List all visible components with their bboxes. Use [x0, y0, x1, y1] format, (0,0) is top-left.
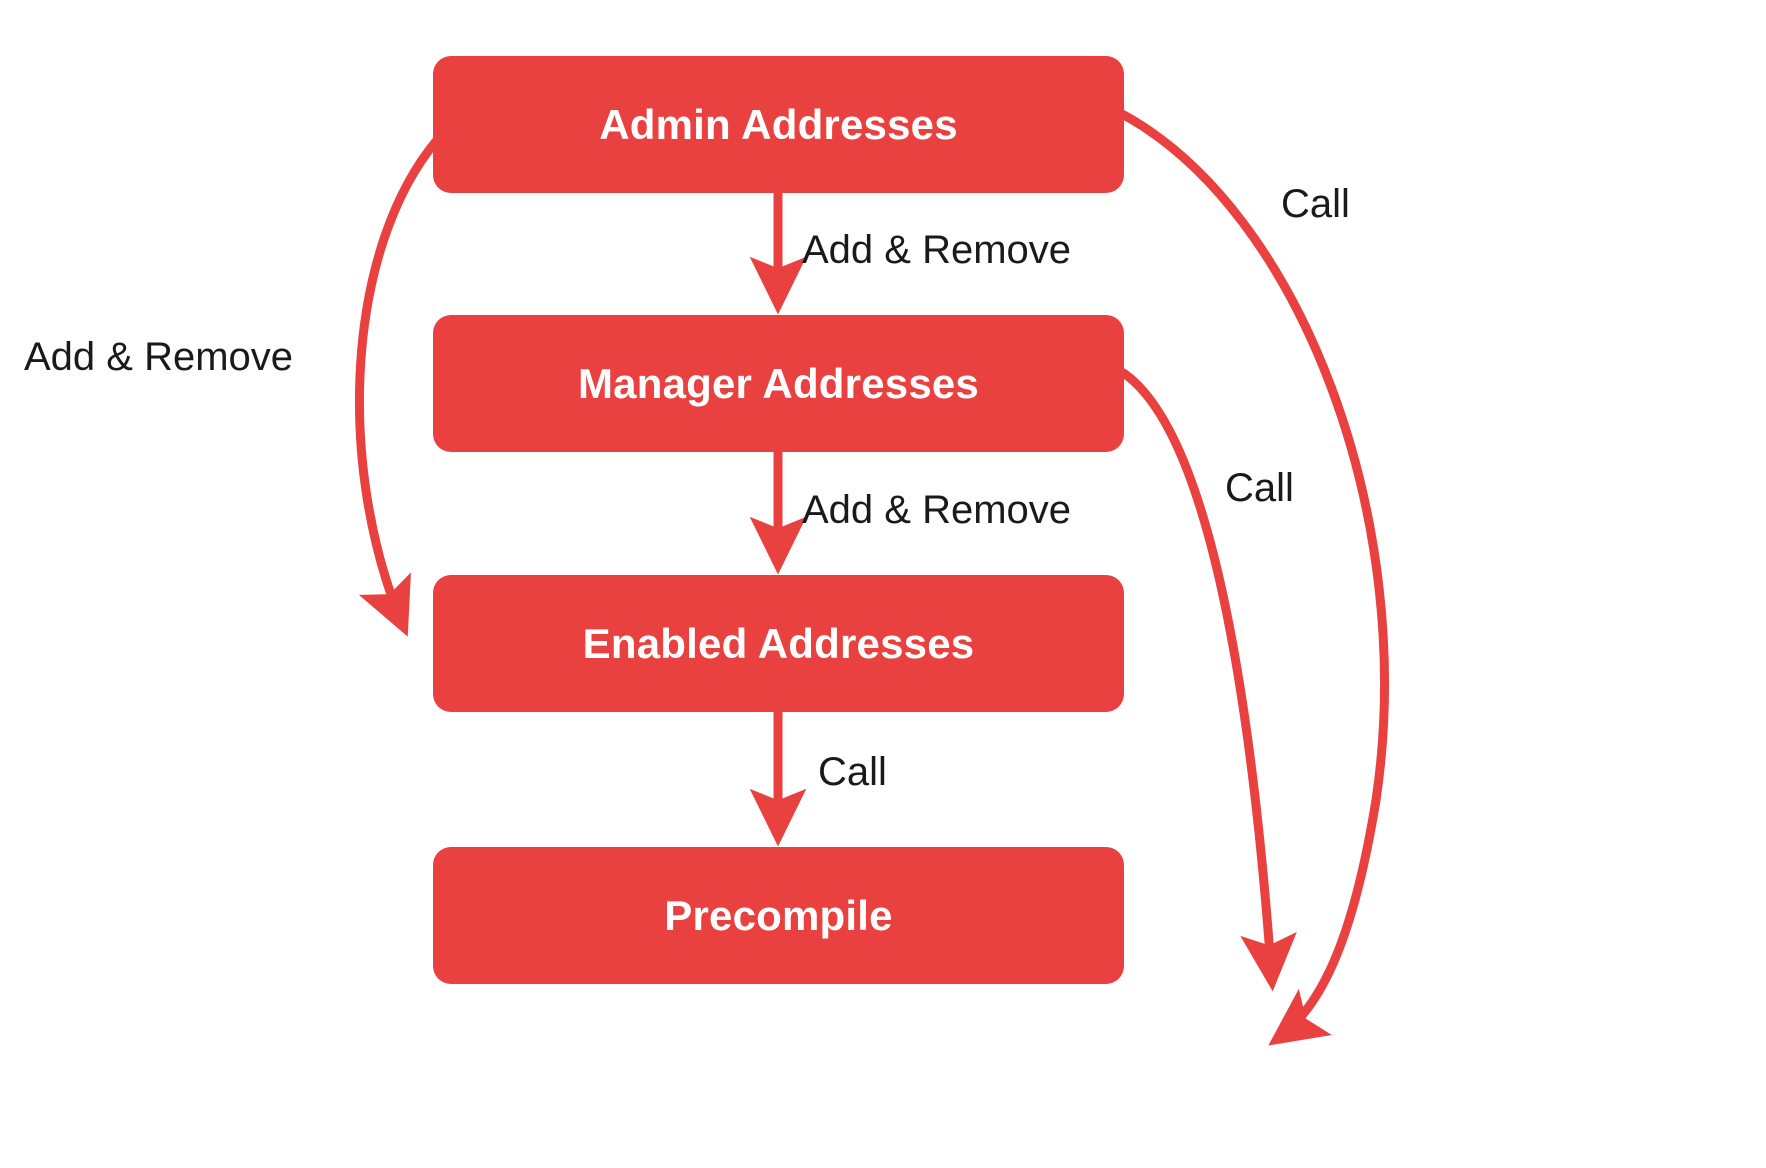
- node-manager-addresses-label: Manager Addresses: [577, 359, 979, 407]
- node-precompile[interactable]: Precompile: [433, 847, 1124, 984]
- node-precompile-label: Precompile: [664, 891, 893, 939]
- node-admin-addresses-label: Admin Addresses: [599, 100, 958, 148]
- edge-label-admin-manager: Add & Remove: [802, 228, 1072, 272]
- edge-manager-precompile: [1119, 368, 1297, 992]
- edge-label-admin-precompile: Call: [1281, 182, 1350, 226]
- node-enabled-addresses[interactable]: Enabled Addresses: [433, 575, 1124, 712]
- edge-admin-precompile: [1119, 110, 1390, 1046]
- node-admin-addresses[interactable]: Admin Addresses: [433, 56, 1124, 193]
- edge-label-admin-enabled: Add & Remove: [24, 335, 294, 379]
- edge-label-enabled-precompile: Call: [818, 750, 887, 794]
- edge-label-manager-enabled: Add & Remove: [802, 488, 1072, 532]
- node-enabled-addresses-label: Enabled Addresses: [582, 619, 975, 667]
- node-manager-addresses[interactable]: Manager Addresses: [433, 315, 1124, 452]
- edge-label-manager-precompile: Call: [1225, 466, 1294, 510]
- edge-admin-enabled: [355, 137, 441, 637]
